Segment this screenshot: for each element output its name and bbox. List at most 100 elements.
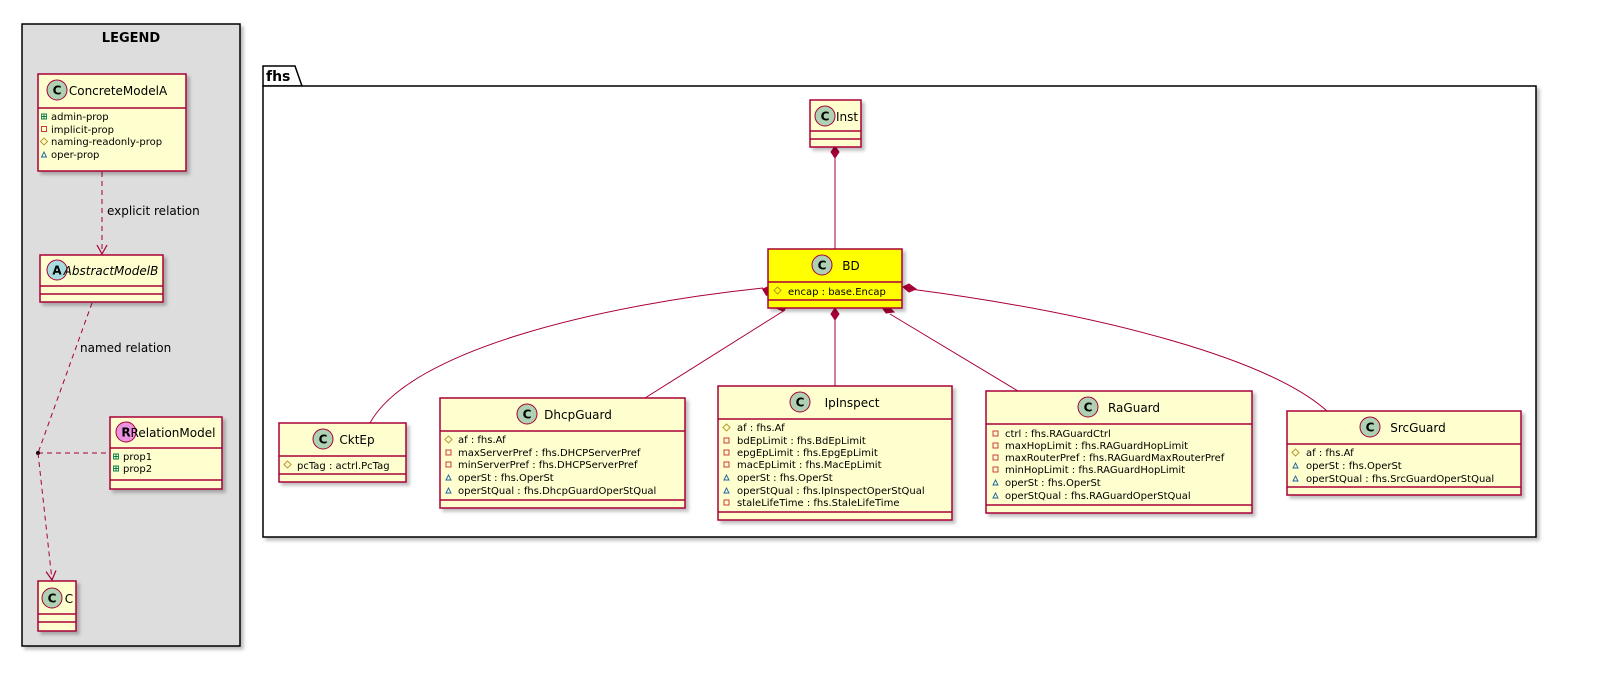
attr-text: encap : base.Encap — [788, 287, 886, 298]
attr-text: af : fhs.Af — [737, 423, 785, 434]
class-box — [985, 390, 1253, 514]
attr-text: operSt : fhs.OperSt — [1005, 478, 1101, 489]
stereotype-letter: C — [1084, 401, 1093, 415]
composition-diamond — [830, 307, 840, 321]
class-inst[interactable]: C Inst — [809, 99, 862, 148]
class-name: ConcreteModelA — [69, 84, 168, 98]
bd-cktep-link — [369, 287, 764, 424]
legend: LEGEND explicit relation named relation … — [21, 23, 241, 647]
package-icon — [992, 491, 999, 499]
attr-text: implicit-prop — [51, 125, 114, 136]
package-icon — [723, 486, 730, 494]
attr-text: operStQual : fhs.RAGuardOperStQual — [1005, 491, 1191, 502]
package-icon — [445, 473, 452, 481]
private-icon — [723, 437, 730, 444]
attr-text: macEpLimit : fhs.MacEpLimit — [737, 460, 882, 471]
class-name: BD — [842, 259, 859, 273]
attr-list: ctrl : fhs.RAGuardCtrl maxHopLimit : fhs… — [992, 429, 1225, 502]
private-icon — [723, 499, 730, 506]
attr-text: af : fhs.Af — [1306, 448, 1354, 459]
class-name: SrcGuard — [1390, 421, 1445, 435]
class-ipinspect[interactable]: C IpInspect af : fhs.Af bdEpLimit : fhs.… — [717, 385, 953, 521]
attr-text: minServerPref : fhs.DHCPServerPref — [458, 460, 638, 471]
attr-text: operStQual : fhs.SrcGuardOperStQual — [1306, 474, 1494, 485]
class-c-icon — [41, 587, 63, 609]
class-name: DhcpGuard — [544, 408, 612, 422]
attr-text: ctrl : fhs.RAGuardCtrl — [1005, 429, 1111, 440]
attr-text: oper-prop — [51, 150, 99, 161]
attr-text: prop2 — [123, 464, 152, 475]
class-name: Inst — [836, 110, 858, 124]
class-c-icon — [814, 105, 836, 127]
attr-text: epgEpLimit : fhs.EpgEpLimit — [737, 448, 878, 459]
private-icon — [41, 126, 47, 132]
composition-links — [369, 145, 1328, 424]
class-raguard[interactable]: C RaGuard ctrl : fhs.RAGuardCtrl maxHopL… — [985, 390, 1253, 514]
attr-text: pcTag : actrl.PcTag — [297, 461, 390, 472]
explicit-relation-label: explicit relation — [107, 204, 200, 218]
package-icon — [1292, 461, 1299, 469]
attr-text: operStQual : fhs.IpInspectOperStQual — [737, 486, 925, 497]
package-name: fhs — [266, 69, 290, 85]
package-icon — [992, 478, 999, 486]
package-icon — [1292, 474, 1299, 482]
named-relation-label: named relation — [80, 341, 171, 355]
legend-title: LEGEND — [102, 31, 161, 46]
attr-text: operSt : fhs.OperSt — [458, 473, 554, 484]
class-box — [1286, 410, 1522, 496]
class-c-icon — [46, 79, 68, 101]
stereotype-letter: C — [821, 110, 830, 124]
protected-icon — [773, 286, 782, 295]
class-c[interactable]: C C — [37, 580, 77, 632]
private-icon — [992, 454, 999, 461]
private-icon — [445, 449, 452, 456]
class-box — [439, 397, 686, 509]
private-icon — [992, 430, 999, 437]
composition-diamond — [902, 283, 918, 293]
class-srcguard[interactable]: C SrcGuard af : fhs.Af operSt : fhs.Oper… — [1286, 410, 1522, 496]
public-icon — [113, 453, 119, 460]
attr-text: operSt : fhs.OperSt — [737, 473, 833, 484]
attr-list: af : fhs.Af maxServerPref : fhs.DHCPServ… — [444, 435, 656, 497]
stereotype-letter: R — [121, 426, 130, 440]
class-c-icon — [516, 403, 538, 425]
private-icon — [445, 461, 452, 468]
stereotype-letter: C — [523, 408, 532, 422]
class-name: RaGuard — [1108, 401, 1160, 415]
attr-list: af : fhs.Af operSt : fhs.OperSt operStQu… — [1291, 448, 1494, 485]
attr-text: minHopLimit : fhs.RAGuardHopLimit — [1005, 465, 1185, 476]
class-dhcpguard[interactable]: C DhcpGuard af : fhs.Af maxServerPref : … — [439, 397, 686, 509]
named-relation-arrow — [37, 452, 57, 582]
private-icon — [723, 461, 730, 468]
bd-raguard-link — [889, 313, 1019, 392]
package-icon — [445, 486, 452, 494]
attr-list: admin-prop implicit-prop naming-readonly… — [39, 112, 162, 161]
class-name: RelationModel — [131, 426, 216, 440]
protected-icon — [722, 423, 731, 432]
package-icon — [40, 150, 48, 158]
attr-text: maxRouterPref : fhs.RAGuardMaxRouterPref — [1005, 453, 1225, 464]
attr-list: af : fhs.Af bdEpLimit : fhs.BdEpLimit ep… — [722, 423, 925, 509]
class-box — [278, 422, 407, 483]
attr-text: af : fhs.Af — [458, 435, 506, 446]
class-c-icon — [312, 428, 334, 450]
attr-text: maxHopLimit : fhs.RAGuardHopLimit — [1005, 441, 1188, 452]
attr-text: admin-prop — [51, 112, 109, 123]
class-abstract-model-b[interactable]: A AbstractModelB — [39, 254, 164, 303]
attr-text: bdEpLimit : fhs.BdEpLimit — [737, 436, 866, 447]
class-bd[interactable]: C BD encap : base.Encap — [767, 248, 903, 309]
attr-text: prop1 — [123, 452, 152, 463]
class-relation-model[interactable]: R RelationModel prop1 prop2 — [109, 416, 223, 490]
stereotype-letter: C — [53, 84, 62, 98]
class-c-icon — [1359, 416, 1381, 438]
class-name: C — [65, 592, 73, 606]
class-cktep[interactable]: C CktEp pcTag : actrl.PcTag — [278, 422, 407, 483]
stereotype-letter: C — [1366, 421, 1375, 435]
stereotype-letter: C — [48, 592, 57, 606]
private-icon — [992, 466, 999, 473]
class-concrete-model-a[interactable]: C ConcreteModelA admin-prop implicit-pro… — [37, 73, 187, 172]
class-box — [767, 248, 903, 309]
attr-text: naming-readonly-prop — [51, 137, 162, 148]
protected-icon — [283, 460, 292, 469]
